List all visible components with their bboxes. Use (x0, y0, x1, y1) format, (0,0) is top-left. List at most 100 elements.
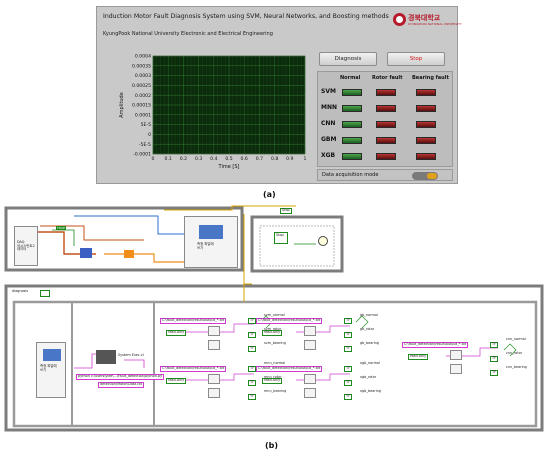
output-indicator-label: xgb_normal (360, 361, 380, 365)
read-only-constant: read-only (262, 378, 283, 384)
output-indicator-terminal[interactable]: TF (344, 394, 353, 400)
write-measurement-file-label: 측정 파일에 쓰기 (197, 242, 214, 250)
column-header-bearing-fault: Bearing fault (412, 75, 449, 81)
x-tick-label: 0.3 (195, 156, 202, 162)
model-label-cnn: CNN (321, 120, 336, 127)
output-indicator-terminal[interactable]: TF (248, 318, 257, 324)
panel-subtitle: KyungPook National University Electronic… (103, 31, 273, 37)
output-indicator-label: cnn_rotor (506, 351, 523, 355)
led-xgb-2 (416, 153, 436, 160)
front-panel: Induction Motor Fault Diagnosis System u… (96, 6, 462, 184)
write-measurement-file-node-2[interactable]: 측정 파일에 쓰기 (36, 342, 66, 398)
led-cnn-2 (416, 121, 436, 128)
acquisition-mode-panel: Data acquisition mode (317, 169, 453, 181)
data-path-constant: detection\Motor\Data.txt (98, 382, 144, 388)
read-text-file-node[interactable] (208, 326, 220, 336)
daq-assistant-node[interactable]: DAQ 어시스턴트2 데이터 (14, 226, 38, 266)
output-indicator-label: gb_normal (360, 313, 378, 317)
diagnosis-terminal[interactable] (40, 290, 50, 297)
read-text-file-node[interactable] (304, 388, 316, 398)
university-logo-icon (393, 13, 406, 26)
output-indicator-terminal[interactable]: TF (490, 356, 499, 362)
model-label-mnn: MNN (321, 104, 338, 111)
output-indicator-label: svm_normal (264, 313, 285, 317)
led-mnn-1 (376, 105, 396, 112)
read-text-file-node[interactable] (450, 350, 462, 360)
model-label-svm: SVM (321, 88, 336, 95)
y-tick-label: 0 (148, 132, 151, 138)
floppy-disk-icon (43, 349, 61, 361)
output-indicator-terminal[interactable]: TF (248, 366, 257, 372)
led-svm-0 (342, 89, 362, 96)
merge-signals-node[interactable] (80, 248, 92, 258)
led-mnn-0 (342, 105, 362, 112)
led-gbm-0 (342, 137, 362, 144)
stop-terminal-label: Stop (276, 233, 284, 237)
result-file-path-constant: C:\fault_detection\result\output_*.txt (160, 318, 227, 324)
x-tick-label: 0.1 (165, 156, 172, 162)
result-file-path-constant: C:\fault_detection\result\output_*.txt (256, 318, 323, 324)
led-cnn-1 (376, 121, 396, 128)
system-exec-node[interactable] (96, 350, 116, 364)
output-indicator-label: mnn_bearing (264, 389, 287, 393)
y-tick-label: -5E-5 (139, 142, 151, 148)
read-only-constant: read-only (408, 354, 429, 360)
x-tick-label: 0 (152, 156, 155, 162)
read-text-file-node[interactable] (208, 388, 220, 398)
read-text-file-node[interactable] (304, 374, 316, 384)
led-cnn-0 (342, 121, 362, 128)
read-only-constant: read-only (262, 330, 283, 336)
diagnosis-button[interactable]: Diagnosis (319, 52, 377, 66)
output-indicator-terminal[interactable]: TF (490, 342, 499, 348)
read-only-constant: read-only (166, 330, 187, 336)
output-indicator-terminal[interactable]: TF (248, 346, 257, 352)
read-text-file-node[interactable] (450, 364, 462, 374)
y-tick-label: 0.0004 (135, 54, 151, 60)
block-diagram-wires (4, 205, 544, 432)
output-indicator-terminal[interactable]: TF (344, 332, 353, 338)
system-exec-label: System Exec.vi (118, 353, 144, 357)
model-label-gbm: GBM (321, 136, 337, 143)
x-tick-label: 0.4 (210, 156, 217, 162)
stop-condition-icon (318, 236, 328, 246)
panel-title: Induction Motor Fault Diagnosis System u… (103, 13, 389, 20)
y-tick-label: 0.00025 (132, 83, 151, 89)
y-tick-label: 0.0003 (135, 73, 151, 79)
read-text-file-node[interactable] (208, 374, 220, 384)
y-tick-label: -0.0001 (133, 152, 151, 158)
led-xgb-0 (342, 153, 362, 160)
acquisition-mode-toggle[interactable] (412, 172, 438, 180)
output-indicator-label: cnn_bearing (506, 365, 527, 369)
output-indicator-label: svm_bearing (264, 341, 286, 345)
output-indicator-label: xgb_rotor (360, 375, 377, 379)
output-indicator-terminal[interactable]: TF (344, 380, 353, 386)
output-indicator-label: mnn_normal (264, 361, 286, 365)
output-indicator-terminal[interactable]: TF (490, 370, 499, 376)
output-indicator-terminal[interactable]: TF (344, 366, 353, 372)
output-indicator-label: gb_rotor (360, 327, 375, 331)
output-indicator-terminal[interactable]: TF (248, 394, 257, 400)
output-indicator-terminal[interactable]: TF (248, 332, 257, 338)
read-text-file-node[interactable] (208, 340, 220, 350)
read-text-file-node[interactable] (304, 326, 316, 336)
stop-button-terminal[interactable]: Stop (274, 232, 288, 244)
output-indicator-terminal[interactable]: TF (248, 380, 257, 386)
write-measurement-file-node[interactable]: 측정 파일에 쓰기 (184, 216, 238, 268)
y-tick-label: 0.00035 (132, 63, 151, 69)
result-file-path-constant: C:\fault_detection\result\output_*.txt (402, 342, 469, 348)
output-indicator-label: mnn_rotor (264, 375, 282, 379)
output-indicator-terminal[interactable]: TF (344, 346, 353, 352)
x-axis-label: Time [S] (218, 164, 240, 170)
read-text-file-node[interactable] (304, 340, 316, 350)
x-tick-label: 0.6 (241, 156, 248, 162)
stop-button[interactable]: Stop (387, 52, 445, 66)
y-tick-label: 0.00015 (132, 103, 151, 109)
build-waveform-node[interactable] (124, 250, 134, 258)
y-tick-label: 5E-5 (141, 122, 151, 128)
output-indicator-terminal[interactable]: TF (344, 318, 353, 324)
y-tick-label: 0.0002 (135, 93, 151, 99)
